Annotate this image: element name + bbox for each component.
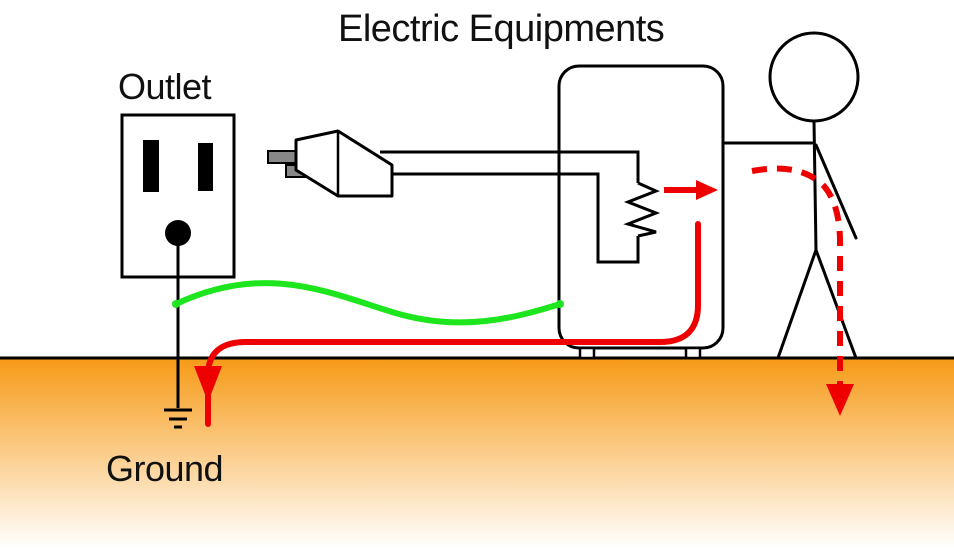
equipment-feet xyxy=(578,346,702,360)
outlet-slot-left xyxy=(143,140,159,192)
fault-current-arrowhead xyxy=(194,366,222,402)
ground-wire-node-outlet xyxy=(172,300,180,308)
outlet-icon xyxy=(120,113,236,279)
plug-icon xyxy=(267,129,394,198)
ground-symbol-icon xyxy=(164,408,192,429)
fault-current-path xyxy=(205,221,701,427)
outlet-label: Outlet xyxy=(118,66,212,107)
equipment-title: Electric Equipments xyxy=(338,8,665,50)
power-cord xyxy=(380,150,640,264)
resistor-icon xyxy=(623,181,661,238)
outlet-ground-hole xyxy=(165,220,191,246)
shock-current-arrowhead xyxy=(826,384,854,416)
stick-figure-icon xyxy=(723,31,860,360)
ground-wire-node-case xyxy=(556,300,564,308)
ground-label: Ground xyxy=(106,448,224,489)
outlet-slot-right xyxy=(198,143,213,191)
ground-wire-green xyxy=(173,280,563,326)
shock-current-path xyxy=(751,165,843,385)
leak-arrow-head xyxy=(696,180,718,200)
earth-area xyxy=(0,358,954,548)
